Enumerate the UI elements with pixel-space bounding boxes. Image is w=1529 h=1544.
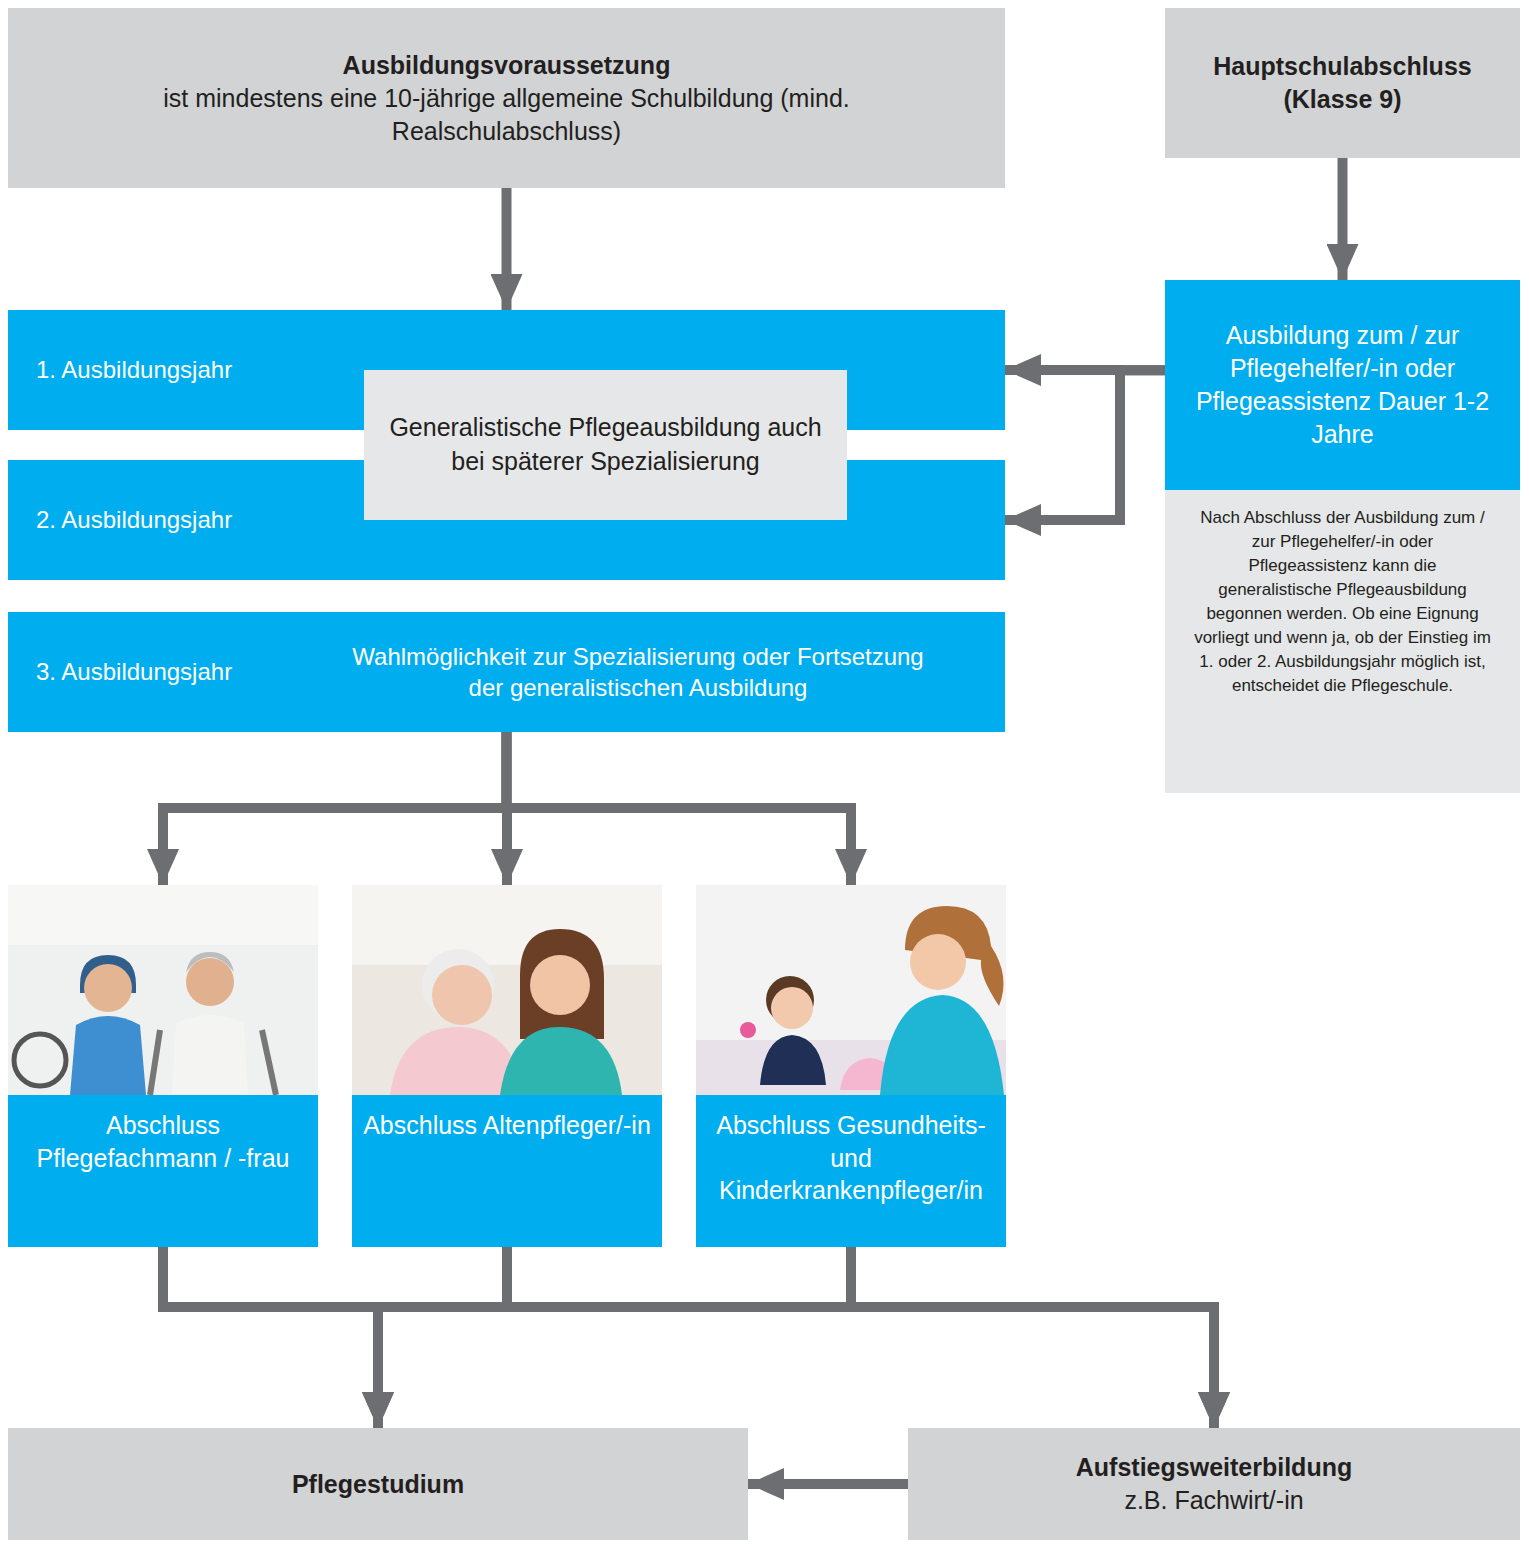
flow-arrow [378,1247,851,1428]
node-text: Generalistische Pflegeausbildung auch be… [388,411,823,479]
node-text: Ausbildungsvoraussetzung [38,49,975,82]
node-subtext: ist mindestens eine 10-jährige allgemein… [147,82,867,148]
flow-arrow [378,1247,507,1428]
node-text: Abschluss Pflegefachmann / -frau [14,1109,312,1174]
year-band: 3. AusbildungsjahrWahlmöglichkeit zur Sp… [8,612,1005,732]
degree-card: Abschluss Pflegefachmann / -frau [8,885,318,1247]
training-box: Aufstiegsweiterbildungz.B. Fachwirt/-in [908,1428,1520,1540]
school-box: Hauptschulabschluss (Klasse 9) [1165,8,1520,158]
node-text: Hauptschulabschluss (Klasse 9) [1205,50,1480,116]
node-subtext: Wahlmöglichkeit zur Spezialisierung oder… [338,641,938,703]
degree-card: Abschluss Altenpfleger/-in [352,885,662,1247]
flow-arrow [163,732,507,885]
flow-arrow [163,1247,1214,1428]
flow-arrow [851,1247,1214,1428]
overlay-box: Generalistische Pflegeausbildung auch be… [364,370,847,520]
node-subtext: z.B. Fachwirt/-in [938,1484,1490,1517]
flow-arrow [1005,370,1165,520]
flow-arrow [507,1247,1214,1428]
node-text: Nach Abschluss der Ausbildung zum / zur … [1191,506,1494,698]
flow-arrow [1338,158,1348,280]
node-text: Ausbildung zum / zur Pflegehelfer/-in od… [1187,319,1498,451]
flow-arrow [507,732,852,885]
degree-card: Abschluss Gesundheits- und Kinderkranken… [696,885,1006,1247]
requirement-box: Ausbildungsvoraussetzungist mindestens e… [8,8,1005,188]
study-box: Pflegestudium [8,1428,748,1540]
node-text: Aufstiegsweiterbildung [938,1451,1490,1484]
node-text: Abschluss Altenpfleger/-in [358,1109,656,1142]
flow-arrow [163,1247,378,1428]
node-text: 3. Ausbildungsjahr [8,656,338,687]
note-box: Nach Abschluss der Ausbildung zum / zur … [1165,490,1520,793]
flow-arrow [502,188,512,310]
node-text: Abschluss Gesundheits- und Kinderkranken… [702,1109,1000,1207]
helper-box: Ausbildung zum / zur Pflegehelfer/-in od… [1165,280,1520,490]
flow-arrow [748,1479,908,1489]
node-text: Pflegestudium [38,1468,718,1501]
